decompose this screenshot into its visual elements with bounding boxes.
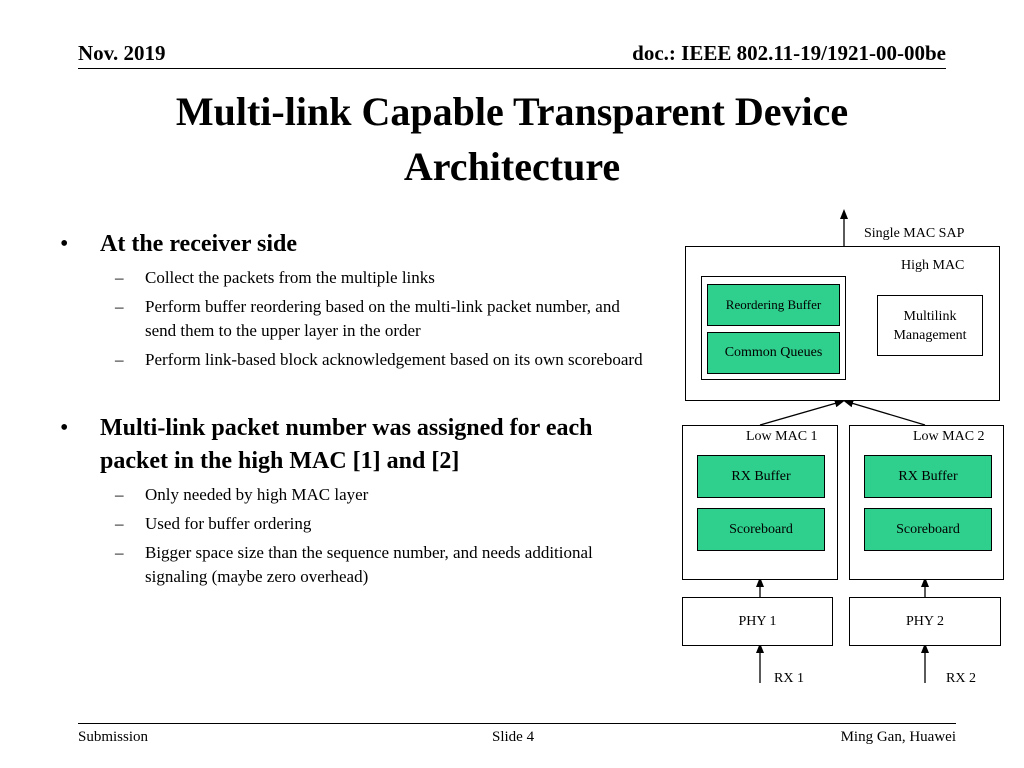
low-mac-2-label: Low MAC 2 <box>913 429 985 444</box>
bullet-1: • At the receiver side <box>60 228 650 261</box>
header-doc-id: doc.: IEEE 802.11-19/1921-00-00be <box>632 41 946 65</box>
sub-bullet-text: Used for buffer ordering <box>145 514 312 533</box>
bullet-dot-icon: • <box>60 415 69 441</box>
footer-author: Ming Gan, Huawei <box>840 729 956 745</box>
multilink-management: Multilink Management <box>877 295 983 356</box>
sub-bullet: – Perform link-based block acknowledgeme… <box>60 348 650 372</box>
sub-bullet: – Used for buffer ordering <box>60 512 650 536</box>
low-mac-2-arrow <box>843 399 926 426</box>
dash-icon: – <box>115 350 124 369</box>
reordering-buffer: Reordering Buffer <box>707 284 840 326</box>
footer-rule <box>78 723 956 724</box>
bullet-list: • At the receiver side – Collect the pac… <box>60 228 650 589</box>
slide-title-line-2: Architecture <box>403 144 621 189</box>
rx-1-label: RX 1 <box>774 671 804 686</box>
dash-icon: – <box>115 485 124 504</box>
scoreboard-1: Scoreboard <box>697 508 825 551</box>
scoreboard-2: Scoreboard <box>864 508 992 551</box>
dash-icon: – <box>115 297 124 316</box>
phy-1-box: PHY 1 <box>682 597 833 646</box>
header-rule <box>78 68 946 69</box>
header-date: Nov. 2019 <box>78 41 166 65</box>
rx-buffer-1: RX Buffer <box>697 455 825 498</box>
sub-bullet-text: Perform buffer reordering based on the m… <box>145 297 620 340</box>
bullet-2: • Multi-link packet number was assigned … <box>60 412 650 478</box>
bullet-2-text: Multi-link packet number was assigned fo… <box>100 415 593 474</box>
sub-bullet-text: Collect the packets from the multiple li… <box>145 268 435 287</box>
sub-bullet-text: Only needed by high MAC layer <box>145 485 369 504</box>
footer-slide-number: Slide 4 <box>492 729 535 745</box>
sub-bullet-text: Perform link-based block acknowledgement… <box>145 350 643 369</box>
sub-bullet-text: Bigger space size than the sequence numb… <box>145 543 593 586</box>
sub-bullet: – Bigger space size than the sequence nu… <box>60 541 650 589</box>
sap-label: Single MAC SAP <box>864 226 965 241</box>
phy-2-box: PHY 2 <box>849 597 1001 646</box>
low-mac-2-box <box>849 425 1004 580</box>
dash-icon: – <box>115 268 124 287</box>
low-mac-1-box <box>682 425 838 580</box>
sub-bullet: – Perform buffer reordering based on the… <box>60 295 650 343</box>
low-mac-1-arrow <box>759 399 845 426</box>
low-mac-1-label: Low MAC 1 <box>746 429 818 444</box>
footer-submission: Submission <box>78 729 149 745</box>
sub-bullet: – Collect the packets from the multiple … <box>60 266 650 290</box>
slide-title-line-1: Multi-link Capable Transparent Device <box>175 89 849 134</box>
high-mac-label: High MAC <box>901 258 965 273</box>
rx-buffer-2: RX Buffer <box>864 455 992 498</box>
sub-bullet: – Only needed by high MAC layer <box>60 483 650 507</box>
dash-icon: – <box>115 514 124 533</box>
common-queues: Common Queues <box>707 332 840 374</box>
bullet-1-text: At the receiver side <box>100 231 298 257</box>
slide-title: Multi-link Capable Transparent Device Ar… <box>60 84 964 194</box>
dash-icon: – <box>115 543 124 562</box>
bullet-dot-icon: • <box>60 231 69 257</box>
rx-2-label: RX 2 <box>946 671 976 686</box>
